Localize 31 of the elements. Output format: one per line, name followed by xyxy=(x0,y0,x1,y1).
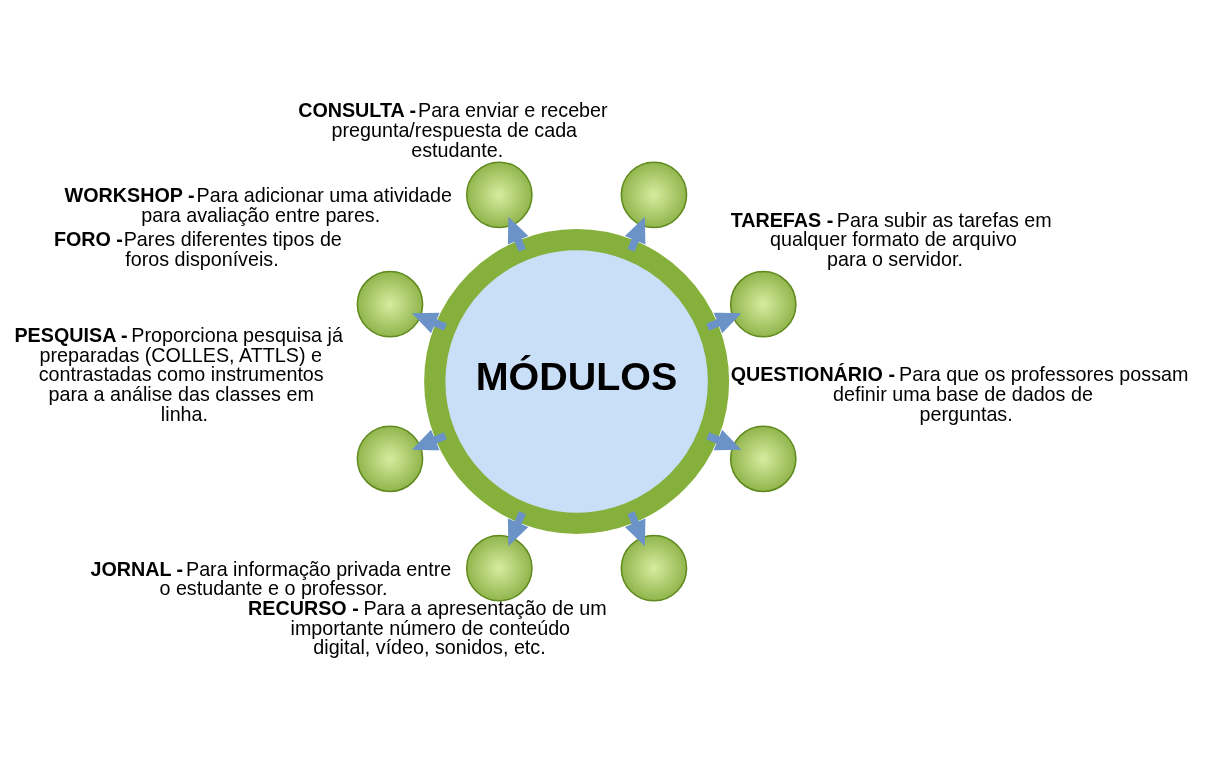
node-label: qualquer formato de arquivo xyxy=(770,228,1017,251)
node-label: Para adicionar uma atividade xyxy=(196,184,453,207)
node-circle xyxy=(729,270,797,338)
node-label: Para que os professores possam xyxy=(899,363,1189,386)
node-label: JORNAL - xyxy=(90,557,184,580)
node-circle xyxy=(729,425,797,493)
node-label: FORO - xyxy=(53,228,123,251)
node-label: PESQUISA - xyxy=(14,323,128,346)
node-circle xyxy=(465,534,533,602)
node-label: CONSULTA - xyxy=(298,99,417,122)
node-label: Para informação privada entre xyxy=(186,557,452,580)
node-label: WORKSHOP - xyxy=(64,184,195,207)
node-label: Proporciona pesquisa já xyxy=(131,323,343,346)
node-circle xyxy=(620,534,688,602)
node-circle xyxy=(356,270,424,338)
node-label: Para subir as tarefas em xyxy=(836,208,1052,231)
node-label: QUESTIONÁRIO - xyxy=(730,363,895,386)
node-label: Para a apresentação de um xyxy=(363,597,607,620)
node-label: Para enviar e receber xyxy=(418,99,608,122)
node-label: Pares diferentes tipos de foros disponíveis. xyxy=(123,228,342,271)
node-label: pregunta/respuesta de cada xyxy=(331,119,578,142)
node-label: perguntas. xyxy=(919,402,1013,425)
node-circle: MÓDULOS xyxy=(424,229,730,534)
node-circle xyxy=(356,425,424,493)
node-label: linha. xyxy=(160,402,209,425)
node-label: para o servidor. xyxy=(826,248,963,271)
node-circle xyxy=(465,161,533,229)
node-label: para avaliação entre pares. xyxy=(141,204,381,227)
node-label: TAREFAS - xyxy=(730,208,834,231)
node-label: para a análise das classes em xyxy=(48,383,314,405)
node-circle xyxy=(620,161,688,229)
